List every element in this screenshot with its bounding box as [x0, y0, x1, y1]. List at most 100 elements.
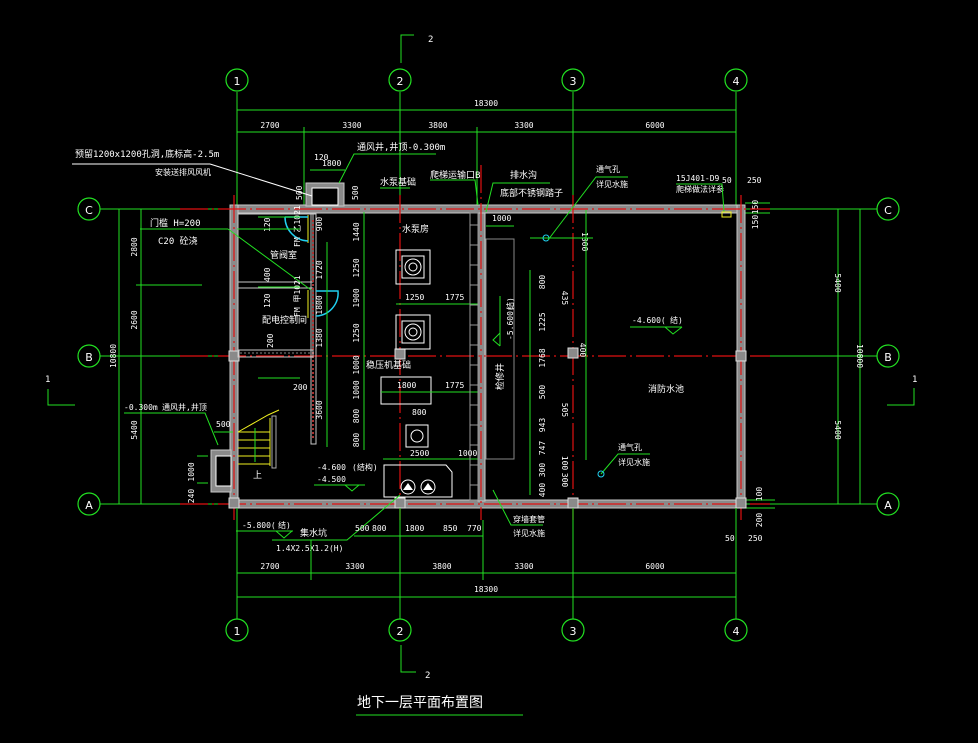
dim: 1000 [492, 214, 511, 223]
dim: 500 [355, 524, 370, 533]
section-label: 2 [428, 35, 433, 45]
dim: 1380 [315, 328, 324, 347]
dim: 1250 [352, 323, 361, 342]
dim-total: 18300 [474, 585, 498, 594]
dim: 2500 [410, 449, 429, 458]
top-annotations: 预留1200x1200孔洞,底标高-2.5m 安装送排风风机 通风井,井顶-0.… [72, 141, 762, 241]
dim: 3600 [315, 400, 324, 419]
dim-seg: 3300 [345, 562, 364, 571]
dim: 1250 [352, 258, 361, 277]
dim: 240 [187, 489, 196, 504]
pool-area: 1000 1000 800 1225 1768 500 943 747 300 … [485, 210, 684, 498]
annotation-ladder: 爬梯运输口B [430, 169, 480, 181]
section-marker-left: 1 [45, 375, 75, 406]
axis-column-1-top: 1 [225, 68, 249, 208]
stair-up-label: 上 [253, 470, 262, 481]
axis-label: 2 [397, 625, 404, 638]
axis-label: 3 [570, 625, 577, 638]
elevation-label: -4.600( [632, 316, 666, 325]
dim-seg: 3800 [432, 562, 451, 571]
dim: 200 [266, 333, 275, 348]
dim: 1000 [352, 355, 361, 374]
elevation-label: 结) [670, 315, 683, 325]
axis-label: 4 [733, 75, 740, 88]
dim-seg: 2700 [260, 121, 279, 130]
axis-column-4-top: 4 [724, 68, 748, 208]
elevation-label: -4.500 [317, 475, 346, 484]
axis-label: B [884, 351, 892, 364]
drawing-title: 地下一层平面布置图 [356, 695, 523, 716]
dim: 500 [216, 420, 231, 429]
dim-seg: 2600 [130, 310, 139, 329]
dim: 800 [352, 433, 361, 448]
dim: 1000 [580, 232, 589, 251]
axis-label: A [884, 499, 892, 512]
dim: 435 [560, 291, 569, 306]
dim: 150 [751, 200, 760, 215]
annotation-vent-opening-sub: 安装送排风风机 [155, 167, 211, 177]
dim: 943 [538, 418, 547, 433]
dim: 1720 [315, 260, 324, 279]
annotation-pump-base: 水泵基础 [380, 176, 416, 188]
dim: 800 [372, 524, 387, 533]
pump-room-dims: 1440 1250 1900 1250 1000 1000 800 800 [352, 212, 365, 450]
dim: 120 [263, 217, 272, 232]
dim: 1800 [322, 159, 341, 168]
annotation-sump: 集水坑 [300, 527, 327, 539]
axis-column-4-bottom: 4 [724, 618, 748, 642]
annotation-pipe-sleeve: 穿墙套管 [513, 514, 545, 524]
dim-total: 10800 [855, 344, 864, 368]
dim: 400 [538, 483, 547, 498]
bottom-annotations: -5.800( 结) 集水坑 1.4X2.5X1.2(H) 500 800 18… [236, 489, 763, 553]
dim: 1768 [538, 348, 547, 367]
dim: 770 [467, 524, 482, 533]
annotation-ref-detail-sub: 爬梯做法详参 [676, 184, 724, 194]
dim-total: 18300 [474, 99, 498, 108]
annotation-pipe-sleeve-sub: 详见水施 [513, 528, 545, 538]
dim: 200 [755, 513, 764, 528]
dim: 1000 [352, 380, 361, 399]
dim: 850 [443, 524, 458, 533]
axis-label: C [884, 204, 892, 217]
annotation: 详见水施 [618, 457, 650, 467]
dim-seg: 5400 [833, 273, 842, 292]
axis-label: 2 [397, 75, 404, 88]
dim: 120 [263, 293, 272, 308]
dim: 100 [560, 456, 569, 471]
section-label: 2 [425, 671, 430, 681]
top-dimensions: 18300 2700 3300 3800 3300 6000 [237, 99, 736, 210]
elevation-label: 结) [278, 520, 291, 530]
axis-label: 3 [570, 75, 577, 88]
annotation-air-hole-sub: 详见水施 [596, 179, 628, 189]
dim-total: 10800 [109, 344, 118, 368]
dim: 1225 [538, 312, 547, 331]
dim: 1000 [187, 462, 196, 481]
door-label: FM 甲1021 [293, 275, 302, 317]
axis-column-3-top: 3 [561, 68, 585, 208]
left-annotations: 门槛 H=200 C20 砼浇 -0.300m 通风井,井顶 500 1000 … [124, 217, 312, 504]
dim: 100 [755, 487, 764, 502]
dim-seg: 5400 [833, 420, 842, 439]
dim: 50 [725, 534, 735, 543]
elevation-label: 结) [505, 297, 515, 310]
dim: 300 [560, 473, 569, 488]
dim: 1775 [445, 381, 464, 390]
dim: 800 [538, 275, 547, 290]
dim: 500 [351, 185, 360, 200]
dim: 747 [538, 441, 547, 456]
ladder [469, 212, 479, 501]
dim-seg: 3300 [514, 121, 533, 130]
axis-label: A [85, 499, 93, 512]
left-rooms: 管阀室 配电控制间 FM 乙1021 FM 甲1021 120 400 120 … [237, 205, 339, 445]
pit-label: 检修井 [494, 363, 506, 390]
bottom-dimensions: 2700 3300 3800 3300 6000 18300 [236, 508, 737, 620]
annotation-ref-detail: 15J401-D9 [676, 174, 720, 183]
dim: 1800 [315, 295, 324, 314]
annotation-threshold-sub: C20 砼浇 [158, 235, 198, 247]
axis-label: C [85, 204, 93, 217]
dim: 1800 [405, 524, 424, 533]
dim-seg: 5400 [130, 420, 139, 439]
pump-units: 水泵房 1250 1775 稳压机基础 1800 1775 800 2500 1… [366, 223, 478, 498]
dim: 1900 [352, 288, 361, 307]
